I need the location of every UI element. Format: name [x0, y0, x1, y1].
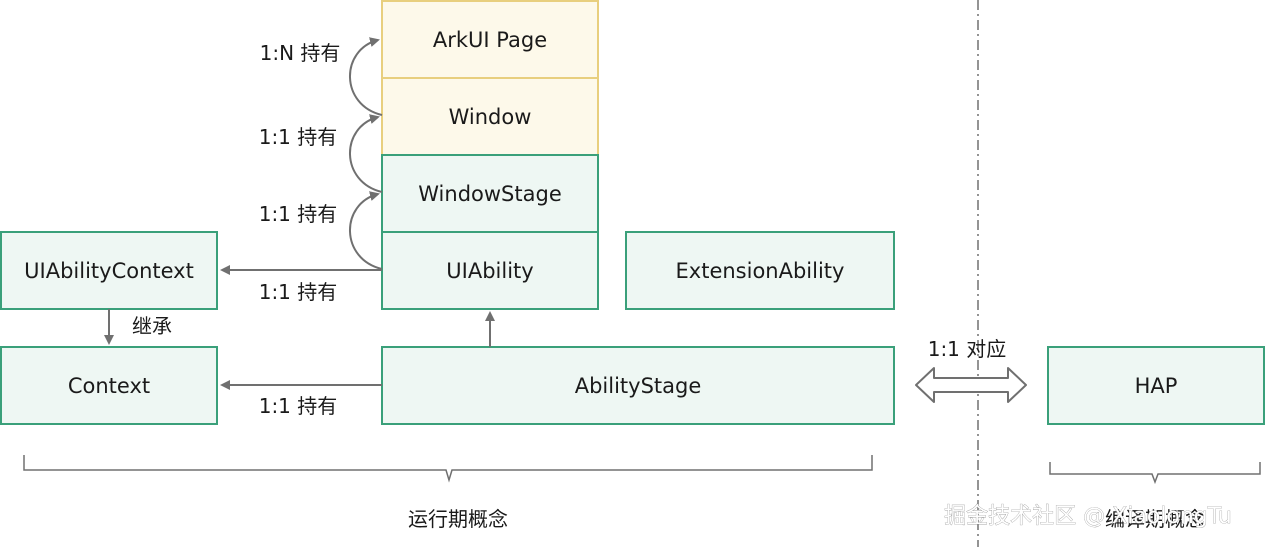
relation-abilitystage-context: 1:1 持有 [259, 394, 338, 418]
ability-stage-label: AbilityStage [575, 374, 702, 398]
extension-ability-box: ExtensionAbility [625, 231, 895, 310]
window-label: Window [449, 105, 532, 129]
ability-stage-box: AbilityStage [381, 346, 895, 425]
compile-group-label: 编译期概念 [1105, 507, 1205, 531]
arkui-page-label: ArkUI Page [433, 28, 547, 52]
relation-stage-hap: 1:1 对应 [928, 337, 1007, 361]
hold-arrow-windowstage-uiability [349, 191, 383, 270]
double-arrow-stage-hap [915, 367, 1027, 403]
relation-inherit: 继承 [132, 314, 172, 338]
ui-ability-box: UIAbility [381, 231, 599, 310]
context-label: Context [68, 374, 150, 398]
hap-box: HAP [1047, 346, 1265, 425]
relation-windowstage-uiability: 1:1 持有 [259, 202, 338, 226]
compile-brace [1049, 462, 1261, 485]
hold-arrow-page-window [349, 37, 383, 116]
hap-label: HAP [1135, 374, 1178, 398]
window-box: Window [381, 77, 599, 156]
window-stage-label: WindowStage [418, 182, 561, 206]
extension-ability-label: ExtensionAbility [676, 259, 845, 283]
ui-ability-context-box: UIAbilityContext [0, 231, 218, 310]
ui-ability-context-label: UIAbilityContext [24, 259, 194, 283]
relation-page-window: 1:N 持有 [260, 41, 341, 65]
relation-uiability-context: 1:1 持有 [259, 280, 338, 304]
arkui-page-box: ArkUI Page [381, 0, 599, 79]
context-box: Context [0, 346, 218, 425]
window-stage-box: WindowStage [381, 154, 599, 233]
hold-arrow-window-windowstage [349, 114, 383, 193]
watermark: 掘金技术社区 @ XiaolongTu [944, 504, 1232, 529]
relation-window-windowstage: 1:1 持有 [259, 125, 338, 149]
ui-ability-label: UIAbility [446, 259, 533, 283]
runtime-brace [23, 455, 873, 483]
runtime-group-label: 运行期概念 [408, 507, 508, 531]
